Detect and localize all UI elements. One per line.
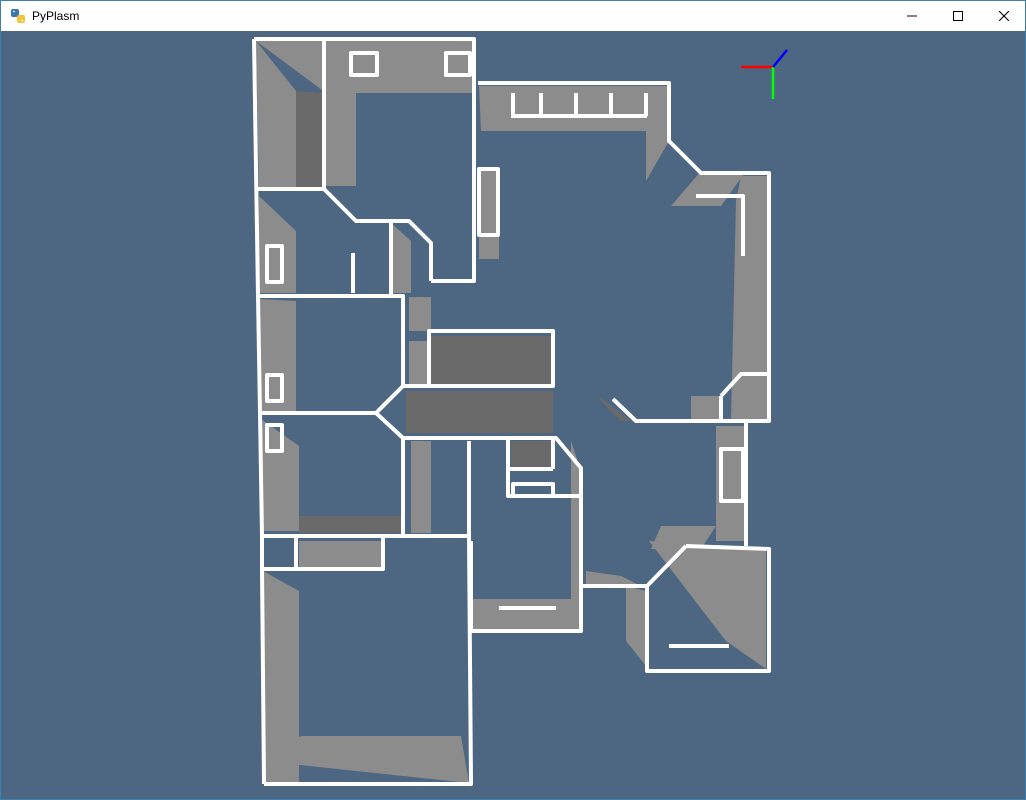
wall-shadows bbox=[296, 91, 631, 533]
minimize-icon bbox=[907, 15, 917, 17]
close-button[interactable] bbox=[981, 1, 1026, 31]
title-bar[interactable]: PyPlasm bbox=[1, 1, 1025, 31]
python-app-icon bbox=[11, 9, 25, 23]
minimize-button[interactable] bbox=[889, 1, 935, 31]
window-title: PyPlasm bbox=[32, 9, 80, 23]
floor-plan-3d-model[interactable] bbox=[1, 31, 1025, 799]
maximize-icon bbox=[953, 11, 963, 21]
close-icon bbox=[999, 11, 1009, 21]
wall-faces bbox=[256, 41, 769, 783]
maximize-button[interactable] bbox=[935, 1, 981, 31]
axis-gizmo bbox=[741, 49, 788, 99]
z-axis-icon bbox=[772, 49, 788, 68]
3d-viewport[interactable] bbox=[1, 31, 1025, 799]
wall-tops bbox=[252, 37, 771, 786]
